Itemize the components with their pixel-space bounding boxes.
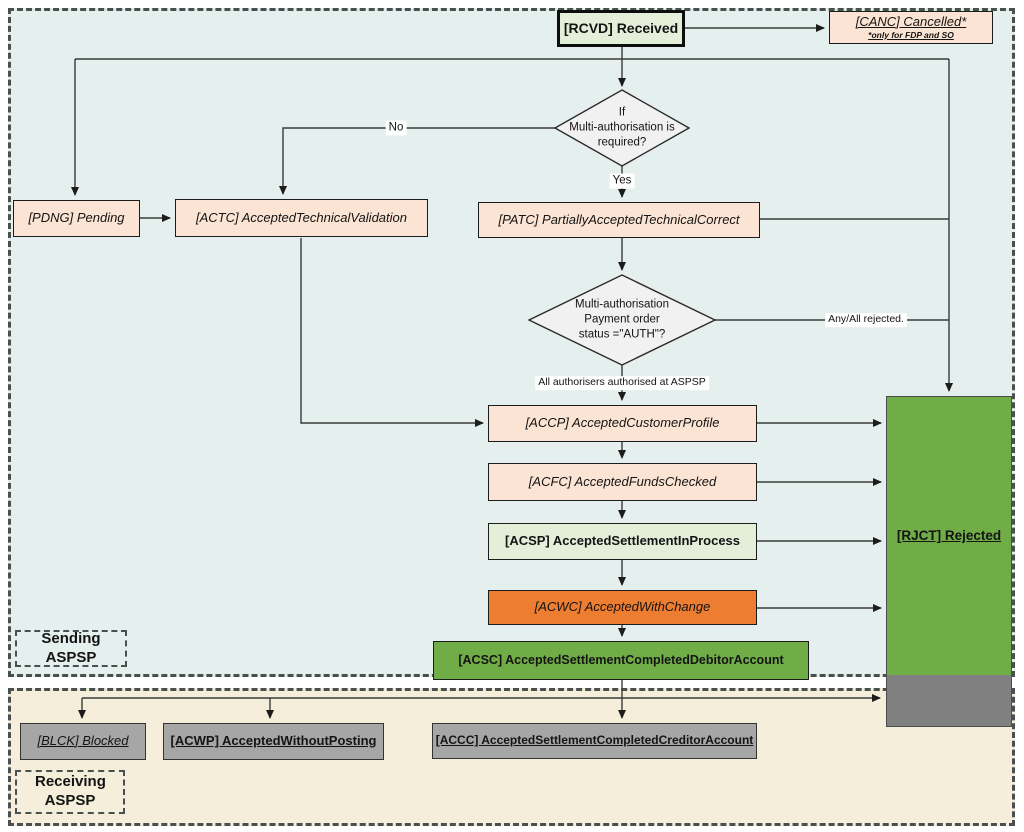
sending-aspsp-label: Sending ASPSP <box>41 629 101 666</box>
node-patc: [PATC] PartiallyAcceptedTechnicalCorrect <box>478 202 760 238</box>
node-rcvd-label: [RCVD] Received <box>563 20 679 37</box>
node-acfc-label: [ACFC] AcceptedFundsChecked <box>528 473 717 489</box>
node-pdng-label: [PDNG] Pending <box>28 210 125 226</box>
node-pdng: [PDNG] Pending <box>13 200 140 237</box>
node-acsc: [ACSC] AcceptedSettlementCompletedDebito… <box>433 641 809 680</box>
node-acsp-label: [ACSP] AcceptedSettlementInProcess <box>504 533 741 549</box>
decision-multi-auth-status <box>527 274 717 366</box>
node-acsc-label: [ACSC] AcceptedSettlementCompletedDebito… <box>458 653 784 668</box>
node-patc-label: [PATC] PartiallyAcceptedTechnicalCorrect <box>498 211 740 227</box>
node-acfc: [ACFC] AcceptedFundsChecked <box>488 463 757 501</box>
node-actc: [ACTC] AcceptedTechnicalValidation <box>175 199 428 237</box>
receiving-aspsp-label-box: Receiving ASPSP <box>15 770 125 814</box>
node-accp-label: [ACCP] AcceptedCustomerProfile <box>525 415 720 431</box>
node-acsp: [ACSP] AcceptedSettlementInProcess <box>488 523 757 560</box>
node-rjct: [RJCT] Rejected <box>886 396 1012 727</box>
node-accp: [ACCP] AcceptedCustomerProfile <box>488 405 757 442</box>
node-acwp: [ACWP] AcceptedWithoutPosting <box>163 723 384 760</box>
edge-label-any-all-rejected: Any/All rejected. <box>825 313 907 327</box>
receiving-aspsp-label: Receiving ASPSP <box>35 773 106 809</box>
decision-multi-auth-required <box>553 89 691 167</box>
edge-label-all-authorised: All authorisers authorised at ASPSP <box>535 376 709 390</box>
node-blck-label: [BLCK] Blocked <box>37 733 129 749</box>
node-canc: [CANC] Cancelled* *only for FDP and SO <box>829 11 993 44</box>
node-accc-label: [ACCC] AcceptedSettlementCompletedCredit… <box>435 733 754 748</box>
edge-label-no: No <box>385 120 407 136</box>
node-acwp-label: [ACWP] AcceptedWithoutPosting <box>170 733 377 749</box>
node-acwc-label: [ACWC] AcceptedWithChange <box>534 599 711 615</box>
node-canc-note: *only for FDP and SO <box>868 29 954 40</box>
node-canc-label: [CANC] Cancelled* <box>855 13 967 29</box>
node-rcvd: [RCVD] Received <box>557 10 685 47</box>
node-rjct-green-area: [RJCT] Rejected <box>887 397 1011 675</box>
node-acwc: [ACWC] AcceptedWithChange <box>488 590 757 625</box>
sending-aspsp-label-box: Sending ASPSP <box>15 630 127 667</box>
node-blck: [BLCK] Blocked <box>20 723 146 760</box>
node-rjct-label: [RJCT] Rejected <box>896 528 1002 544</box>
edge-label-yes: Yes <box>609 173 635 189</box>
node-rjct-gray-area <box>887 675 1011 726</box>
sending-aspsp-section <box>8 8 1015 677</box>
node-actc-label: [ACTC] AcceptedTechnicalValidation <box>195 209 407 225</box>
node-accc: [ACCC] AcceptedSettlementCompletedCredit… <box>432 723 757 759</box>
